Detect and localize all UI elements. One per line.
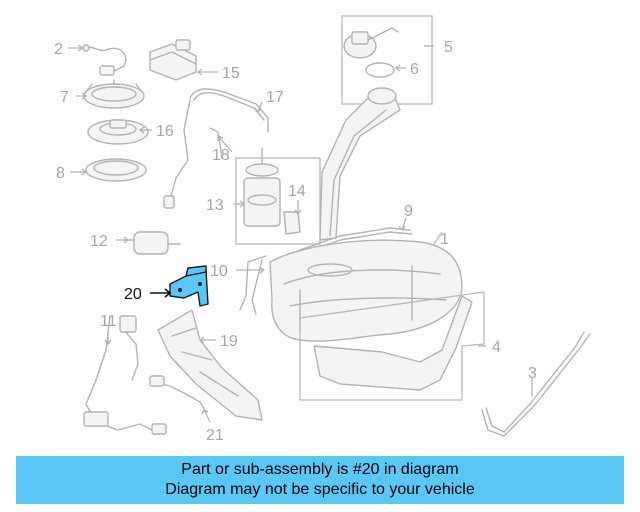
callout-19: 19 (220, 333, 238, 350)
callout-21: 21 (206, 427, 224, 444)
part-18-fuel-line (163, 127, 223, 209)
callout-17: 17 (266, 89, 284, 106)
part-19-heat-shield (157, 309, 263, 421)
callout-3: 3 (528, 365, 537, 382)
callout-10: 10 (210, 263, 228, 280)
filler-neck (319, 87, 401, 241)
part-10-tube (239, 255, 267, 315)
callout-labels: 1 2 3 4 5 6 7 8 9 10 11 12 13 14 15 16 1… (54, 39, 537, 444)
callout-13: 13 (206, 197, 224, 214)
banner-line-1: Part or sub-assembly is #20 in diagram (181, 461, 459, 478)
part-17-fuel-line (169, 88, 269, 201)
parts-diagram: 1 2 3 4 5 6 7 8 9 10 11 12 13 14 15 16 1… (54, 15, 591, 444)
callout-1: 1 (440, 231, 449, 248)
part-13-fuel-pump-module (235, 147, 321, 245)
callout-8: 8 (56, 165, 65, 182)
part-8-gasket (85, 158, 147, 182)
part-12-filter (123, 231, 181, 255)
callout-6: 6 (410, 61, 419, 78)
part-4-tank-shield (299, 291, 485, 401)
banner-line-2: Diagram may not be specific to your vehi… (165, 481, 475, 498)
info-banner: Part or sub-assembly is #20 in diagram D… (16, 456, 624, 504)
part-11-harness (83, 315, 167, 435)
part-3-strap (481, 331, 591, 437)
part-2-sensor-wire (82, 44, 127, 76)
callout-7: 7 (60, 89, 69, 106)
callout-20: 20 (124, 286, 142, 303)
callout-11: 11 (100, 313, 117, 330)
callout-2: 2 (54, 41, 63, 58)
callout-15: 15 (222, 65, 240, 82)
callout-18: 18 (212, 147, 230, 164)
callout-9: 9 (404, 203, 413, 220)
part-1-fuel-tank (269, 239, 463, 342)
part-16-flange (87, 119, 149, 145)
leader-lines (68, 44, 533, 423)
callout-16: 16 (156, 123, 174, 140)
callout-12: 12 (90, 233, 108, 250)
callout-5: 5 (444, 39, 453, 56)
callout-4: 4 (492, 339, 501, 356)
part-15-connector (149, 39, 197, 81)
part-21-sensor (149, 375, 207, 413)
part-7-lock-ring (83, 79, 145, 109)
callout-14: 14 (288, 183, 306, 200)
part-20-bracket (169, 265, 209, 307)
